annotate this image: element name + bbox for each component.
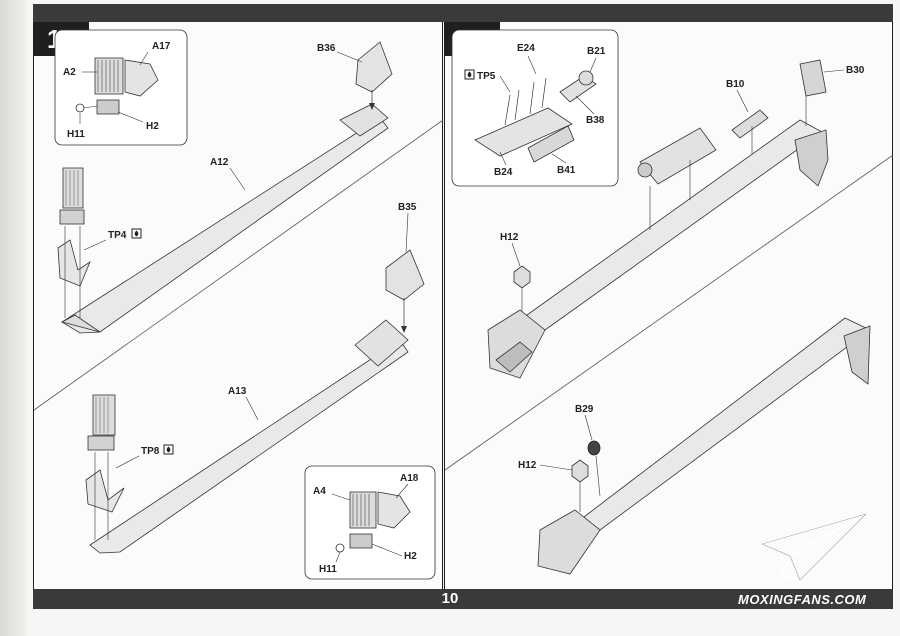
headlight-assembly-top [75,57,159,115]
frame-rail-a13 [89,319,409,554]
label-a12: A12 [210,157,229,168]
page-number: 10 [441,590,459,607]
label-a2: A2 [63,67,76,78]
label-b21: B21 [587,46,606,57]
part-b10 [731,109,769,154]
paper-plane-logo [759,513,867,582]
label-b10: B10 [726,79,745,90]
label-h11: H11 [67,129,85,140]
label-h2: H2 [146,121,159,132]
label-b30: B30 [846,65,865,76]
label-a17: A17 [152,41,171,52]
label-h12-lower: H12 [518,460,537,471]
step-15-divider-line [33,119,444,411]
glue-icon [163,444,174,455]
label-b24: B24 [494,167,513,178]
part-b30 [799,59,827,126]
glue-icon [131,228,142,239]
step-16-divider-line [444,154,894,471]
label-a18: A18 [400,473,419,484]
label-b35: B35 [398,202,417,213]
label-b29: B29 [575,404,594,415]
fuel-tank-assembly [474,70,597,163]
label-h11-bottom: H11 [319,564,337,575]
nut-h12-upper [513,265,531,312]
label-a13: A13 [228,386,247,397]
paper-plane-logo-outline [761,513,867,581]
label-b41: B41 [557,165,576,176]
plate-b35 [385,249,425,333]
binding-shadow [0,0,26,636]
bottom-bar [33,589,893,609]
frame-rail-a12 [60,103,389,334]
watermark-text: MOXINGFANS.COM [738,592,867,607]
top-bar [33,4,893,22]
label-h12: H12 [500,232,519,243]
glue-icon [464,69,475,80]
headlight-assembly-bottom [335,491,411,553]
part-b29 [587,440,601,497]
label-tp4: TP4 [108,230,127,241]
label-b36: B36 [317,43,336,54]
label-a4: A4 [313,486,326,497]
fuel-tank-on-chassis [637,127,717,230]
label-b38: B38 [586,115,605,126]
plate-b36 [355,41,393,110]
nut-h12-lower [571,459,589,512]
chassis-rail-upper [487,119,829,379]
label-tp5: TP5 [477,71,496,82]
label-tp8: TP8 [141,446,160,457]
label-e24: E24 [517,43,535,54]
chassis-rail-lower [537,317,871,575]
grille-assembly-lower [85,394,125,540]
grille-assembly-upper [57,167,91,318]
label-h2-bottom: H2 [404,551,417,562]
